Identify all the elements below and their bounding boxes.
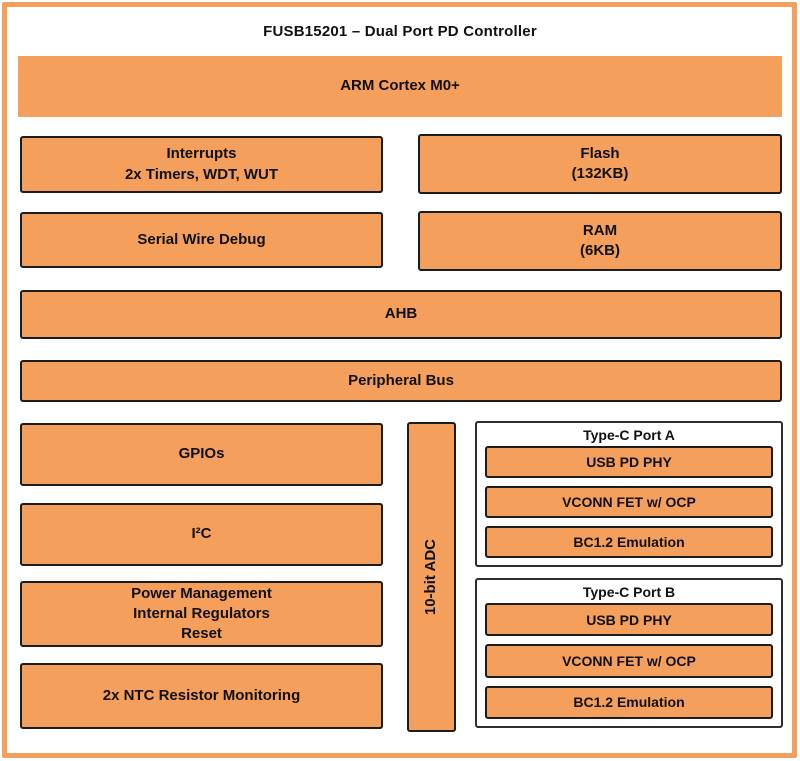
block-power-management: Power Management Internal Regulators Res… [20,581,383,647]
block-port-b-vconn-fet: VCONN FET w/ OCP [485,644,773,678]
block-gpios: GPIOs [20,423,383,486]
block-interrupts-timers: Interrupts 2x Timers, WDT, WUT [20,136,383,193]
block-port-a-usb-pd-phy: USB PD PHY [485,446,773,478]
block-peripheral-bus: Peripheral Bus [20,360,782,402]
block-ntc-monitoring: 2x NTC Resistor Monitoring [20,663,383,729]
block-10bit-adc: 10-bit ADC [407,422,456,732]
adc-label: 10-bit ADC [422,538,440,616]
block-flash: Flash (132KB) [418,134,782,194]
block-ram: RAM (6KB) [418,211,782,271]
block-serial-wire-debug: Serial Wire Debug [20,212,383,268]
diagram-title: FUSB15201 – Dual Port PD Controller [263,23,537,40]
block-port-b-bc12-emulation: BC1.2 Emulation [485,685,773,719]
port-a-title: Type-C Port A [583,427,675,443]
block-port-a-vconn-fet: VCONN FET w/ OCP [485,486,773,518]
block-ahb-bus: AHB [20,290,782,339]
port-b-title: Type-C Port B [582,584,676,600]
group-type-c-port-a: Type-C Port A USB PD PHY VCONN FET w/ OC… [475,421,783,567]
port-b-items: USB PD PHY VCONN FET w/ OCP BC1.2 Emulat… [477,603,781,726]
block-port-a-bc12-emulation: BC1.2 Emulation [485,526,773,558]
block-i2c: I²C [20,503,383,566]
port-a-items: USB PD PHY VCONN FET w/ OCP BC1.2 Emulat… [477,446,781,565]
group-type-c-port-b: Type-C Port B USB PD PHY VCONN FET w/ OC… [475,578,783,728]
block-port-b-usb-pd-phy: USB PD PHY [485,603,773,637]
block-arm-cortex-m0: ARM Cortex M0+ [18,56,782,117]
